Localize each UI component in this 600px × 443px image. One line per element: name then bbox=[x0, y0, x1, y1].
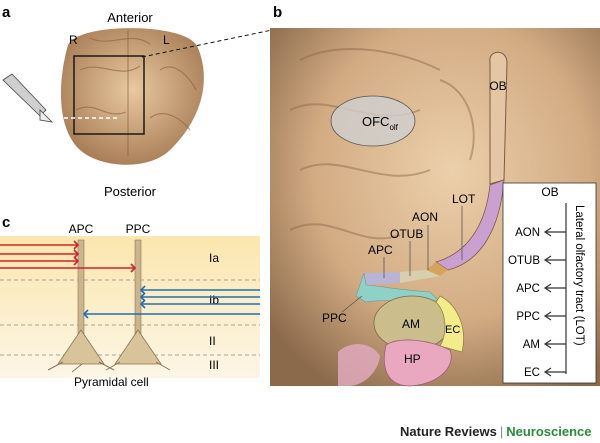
cell-pointer bbox=[71, 363, 83, 373]
label-left: L bbox=[163, 33, 170, 47]
legend-item-label: OTUB bbox=[508, 255, 540, 267]
layer-label: II bbox=[209, 334, 216, 348]
scalpel-icon bbox=[2, 73, 54, 123]
legend-arrow bbox=[543, 255, 566, 265]
label-ppc-cell: PPC bbox=[126, 222, 151, 236]
label-ec: EC bbox=[445, 324, 460, 336]
layer-label: Ib bbox=[209, 293, 219, 307]
journal-name: Nature Reviews bbox=[400, 424, 497, 439]
ec-region bbox=[435, 295, 464, 353]
label-pointers bbox=[341, 206, 463, 313]
panel-b-letter: b bbox=[273, 4, 282, 21]
aon-region bbox=[426, 262, 448, 276]
panel-c-letter: c bbox=[2, 214, 10, 231]
red-fibers bbox=[0, 240, 137, 273]
legend-item-label: EC bbox=[524, 367, 540, 379]
layer-label: Ia bbox=[209, 251, 219, 265]
label-right: R bbox=[69, 33, 78, 47]
legend-arrow bbox=[543, 339, 566, 349]
journal-separator: | bbox=[499, 424, 504, 439]
label-apc: APC bbox=[368, 243, 393, 257]
brain-sulci bbox=[75, 37, 197, 131]
pyramidal-cell-apc bbox=[47, 239, 115, 371]
label-ob: OB bbox=[489, 79, 506, 93]
olfactory-bulb bbox=[489, 51, 508, 185]
label-lot: LOT bbox=[452, 192, 476, 206]
legend-arrow bbox=[543, 227, 566, 237]
legend-item-label: APC bbox=[516, 283, 540, 295]
legend-item-label: AM bbox=[523, 339, 540, 351]
hp-region bbox=[383, 339, 452, 387]
legend-arrow bbox=[543, 367, 566, 377]
legend-items: AON OTUB APC PPC AM EC bbox=[508, 227, 566, 379]
pyramidal-cell-ppc bbox=[105, 239, 171, 371]
label-apc-cell: APC bbox=[69, 222, 94, 236]
label-anterior: Anterior bbox=[107, 10, 153, 25]
label-am: AM bbox=[402, 317, 420, 331]
label-pyramidal-cell: Pyramidal cell bbox=[74, 375, 149, 389]
journal-section: Neuroscience bbox=[506, 424, 592, 439]
label-ofc: OFColf bbox=[362, 114, 399, 132]
label-hp: HP bbox=[404, 352, 421, 366]
label-otub: OTUB bbox=[390, 227, 423, 241]
label-aon: AON bbox=[412, 210, 438, 224]
legend-item-label: AON bbox=[515, 227, 540, 239]
apc-region bbox=[364, 272, 400, 285]
zoom-connector bbox=[141, 29, 273, 58]
hp-adjacent-region bbox=[338, 344, 380, 386]
brain-ventral-photo bbox=[60, 28, 204, 165]
label-ppc: PPC bbox=[322, 311, 347, 325]
label-posterior: Posterior bbox=[104, 184, 157, 199]
lot-legend-box bbox=[502, 182, 597, 384]
legend-item-label: PPC bbox=[516, 311, 540, 323]
zoom-box bbox=[73, 55, 145, 135]
legend-arrow bbox=[543, 311, 566, 321]
ofc-olf-region bbox=[330, 95, 416, 147]
blue-fibers bbox=[82, 285, 260, 319]
legend-vertical-label: Lateral olfactory tract (LOT) bbox=[573, 205, 585, 346]
panel-b: OFColf OB LOT AON OTUB APC PPC AM EC HP … bbox=[270, 28, 600, 387]
panel-a: Anterior Posterior R L bbox=[2, 10, 273, 199]
panel-a-letter: a bbox=[2, 4, 11, 21]
journal-footer: Nature Reviews|Neuroscience bbox=[400, 424, 591, 439]
legend-arrow bbox=[543, 283, 566, 293]
legend-ob: OB bbox=[541, 185, 558, 199]
layer-label: III bbox=[209, 358, 219, 372]
